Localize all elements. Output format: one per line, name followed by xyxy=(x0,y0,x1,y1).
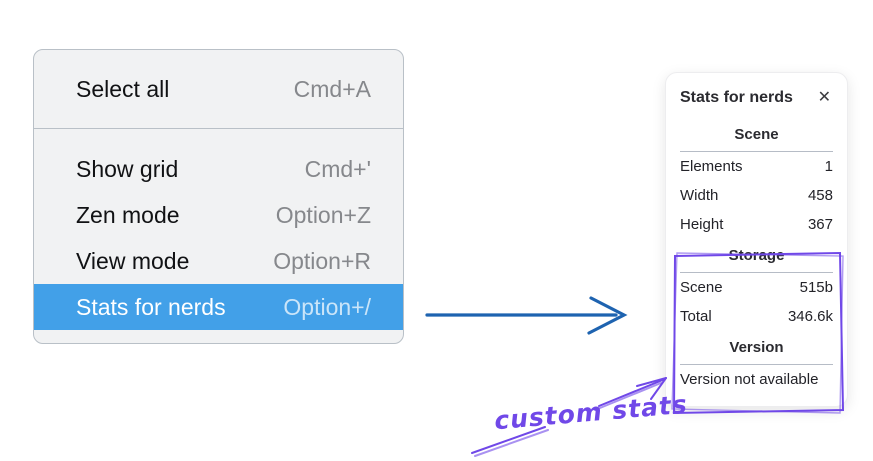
stats-section-heading-version: Version xyxy=(729,339,784,356)
menu-item-shortcut: Option+/ xyxy=(283,293,371,320)
menu-section-bottom: Show grid Cmd+' Zen mode Option+Z View m… xyxy=(34,129,403,343)
menu-item-shortcut: Option+R xyxy=(273,247,371,274)
stat-label: Width xyxy=(680,187,719,204)
stat-label: Elements xyxy=(680,158,743,175)
stat-label: Total xyxy=(680,308,712,325)
menu-item-shortcut: Option+Z xyxy=(275,201,371,228)
menu-item-label: Select all xyxy=(76,75,170,102)
menu-section-top: Select all Cmd+A xyxy=(34,50,403,128)
menu-item-stats-for-nerds[interactable]: Stats for nerds Option+/ xyxy=(34,284,403,330)
stats-row-scene-storage: Scene 515b xyxy=(680,273,833,302)
context-menu: Select all Cmd+A Show grid Cmd+' Zen mod… xyxy=(33,49,404,344)
stat-value: 346.6k xyxy=(787,308,833,325)
annotation-label: custom stats xyxy=(493,389,689,436)
pointer-arrow xyxy=(425,296,628,335)
stat-value: 367 xyxy=(807,216,833,233)
menu-item-zen-mode[interactable]: Zen mode Option+Z xyxy=(34,192,403,238)
stats-row-width: Width 458 xyxy=(680,181,833,210)
stats-panel-title: Stats for nerds xyxy=(680,89,793,106)
stat-label: Scene xyxy=(680,279,723,296)
stats-section-heading-storage: Storage xyxy=(728,247,785,264)
version-note: Version not available xyxy=(680,371,819,388)
close-icon[interactable]: ✕ xyxy=(817,89,831,106)
menu-item-label: Show grid xyxy=(76,155,179,182)
stat-label: Height xyxy=(680,216,724,233)
menu-item-view-mode[interactable]: View mode Option+R xyxy=(34,238,403,284)
stats-row-height: Height 367 xyxy=(680,210,833,239)
menu-item-select-all[interactable]: Select all Cmd+A xyxy=(34,66,403,112)
menu-item-label: Zen mode xyxy=(76,201,180,228)
menu-item-shortcut: Cmd+A xyxy=(293,75,371,102)
stats-section-heading-scene: Scene xyxy=(734,126,779,143)
menu-item-shortcut: Cmd+' xyxy=(304,155,371,182)
menu-divider xyxy=(34,128,403,129)
menu-item-label: View mode xyxy=(76,247,190,274)
stat-value: 458 xyxy=(807,187,833,204)
stat-value: 515b xyxy=(799,279,833,296)
menu-item-label: Stats for nerds xyxy=(76,293,226,320)
stats-row-total-storage: Total 346.6k xyxy=(680,302,833,331)
menu-item-show-grid[interactable]: Show grid Cmd+' xyxy=(34,146,403,192)
stat-value: 1 xyxy=(824,158,833,175)
stats-panel: Stats for nerds ✕ Scene Elements 1 Width… xyxy=(665,72,848,407)
section-underline xyxy=(680,151,833,152)
stats-row-elements: Elements 1 xyxy=(680,152,833,181)
